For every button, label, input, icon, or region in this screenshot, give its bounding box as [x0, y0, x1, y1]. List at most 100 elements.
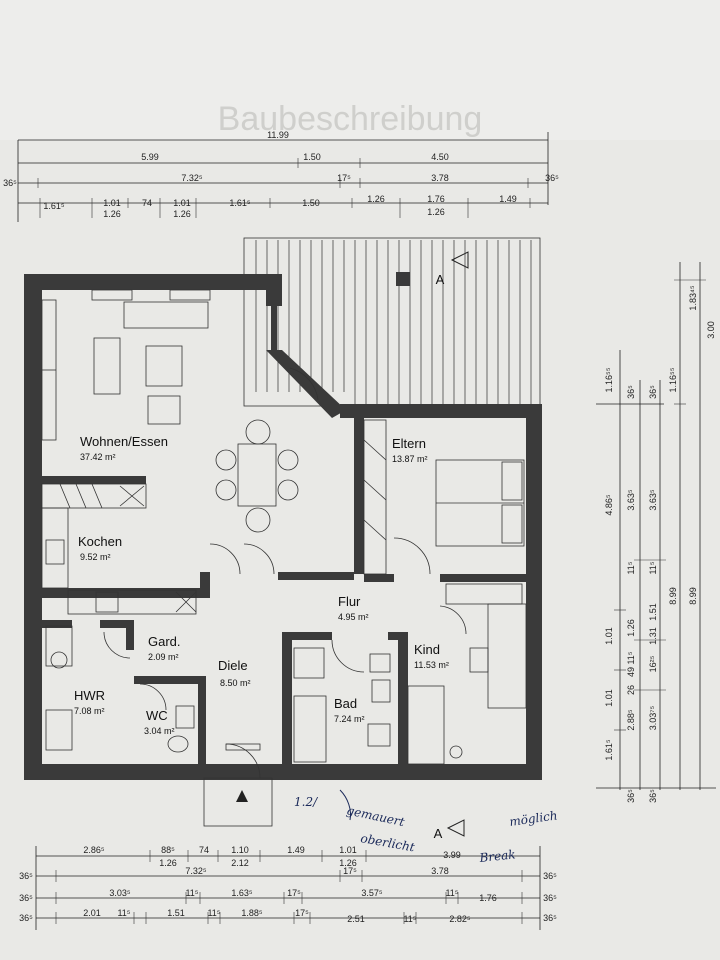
dim-bottom-r1-4: 1.49: [287, 845, 305, 855]
dim-top-r2-1: 1.50: [303, 152, 321, 162]
dim-right-c2-1: 3.63⁵: [626, 489, 636, 511]
room-name-wohnen: Wohnen/Essen: [80, 434, 168, 449]
bottom-dimension-chains: 2.86⁵ 88⁵ 74 1.10 1.49 1.01 3.99 1.26 2.…: [19, 845, 557, 930]
dim-bottom-r4-6: 17⁵: [295, 908, 309, 918]
dim-top-r4-2: 74: [142, 198, 152, 208]
dim-bottom-r3-0: 36⁵: [19, 893, 33, 903]
dim-right-c2-4: 11⁵: [626, 651, 636, 664]
dim-bottom-r4-9: 2.82⁵: [449, 914, 471, 924]
dim-bottom-r4-8: 11⁵: [403, 914, 416, 924]
dim-right-c2-3: 1.26: [626, 619, 636, 637]
room-name-diele: Diele: [218, 658, 248, 673]
dim-bottom-r1-5: 1.01: [339, 845, 357, 855]
dim-bottom-r2-4: 36⁵: [543, 871, 557, 881]
dim-bottom-r3-5: 3.57⁵: [361, 888, 383, 898]
dim-bottom-r3-1: 3.03⁵: [109, 888, 131, 898]
note-step: 1.2/: [294, 795, 319, 809]
dim-bottom-r1-1: 88⁵: [161, 845, 175, 855]
dim-top-r5-2: 1.26: [427, 207, 445, 217]
diagonal-wall: [266, 350, 346, 418]
dim-bottom-r4-0: 36⁵: [19, 913, 33, 923]
section-mark-top: A: [436, 251, 469, 287]
svg-text:A: A: [434, 826, 443, 841]
dim-right-c3-4: 1.31: [648, 627, 658, 645]
dim-top-r4-7: 1.76: [427, 194, 445, 204]
note-break: Break: [478, 847, 516, 865]
dim-top-r5-1: 1.26: [173, 209, 191, 219]
room-name-kochen: Kochen: [78, 534, 122, 549]
room-area-wohnen: 37.42 m²: [80, 452, 116, 462]
dim-bottom-r2-2: 17⁵: [343, 866, 357, 876]
dim-right-c1-3: 1.01: [604, 689, 614, 707]
room-area-diele: 8.50 m²: [220, 678, 251, 688]
dim-bottom-r3-6: 11⁵: [445, 888, 458, 898]
room-area-wc: 3.04 m²: [144, 726, 175, 736]
room-area-bad: 7.24 m²: [334, 714, 365, 724]
dim-top-r4-1: 1.01: [103, 198, 121, 208]
terrace: A: [243, 237, 541, 407]
dim-right-c3-7: 36⁵: [648, 789, 658, 803]
room-name-flur: Flur: [338, 594, 361, 609]
note-moeglich: möglich: [508, 808, 558, 829]
dim-bottom-r4-7: 2.51: [347, 914, 365, 924]
dim-bottom-r3-2: 11⁵: [185, 888, 198, 898]
dim-right-c1-0: 1.16⁵⁵: [604, 367, 614, 392]
dim-right-c3-2: 11⁵: [648, 561, 658, 574]
dim-right-c5-1: 8.99: [688, 587, 698, 605]
dim-top-r3-3: 3.78: [431, 173, 449, 183]
dim-right-c3-0: 36⁵: [648, 385, 658, 399]
dim-right-c2-7: 2.88⁵: [626, 709, 636, 731]
dim-top-r4-8: 1.49: [499, 194, 517, 204]
dim-bottom-r4-10: 36⁵: [543, 913, 557, 923]
dim-right-c3-1: 3.63⁵: [648, 489, 658, 511]
room-name-bad: Bad: [334, 696, 357, 711]
room-name-gard: Gard.: [148, 634, 181, 649]
dim-bottom-r4-3: 1.51: [167, 908, 185, 918]
room-area-kochen: 9.52 m²: [80, 552, 111, 562]
dim-top-r4-4: 1.61⁵: [229, 198, 251, 208]
dim-bottom-r1b-1: 2.12: [231, 858, 249, 868]
dim-top-r2-2: 4.50: [431, 152, 449, 162]
dim-bottom-r4-4: 11⁵: [207, 908, 220, 918]
room-area-flur: 4.95 m²: [338, 612, 369, 622]
dim-top-r4-3: 1.01: [173, 198, 191, 208]
dim-bottom-r2-1: 7.32⁵: [185, 866, 207, 876]
dim-right-c3-3: 1.51: [648, 603, 658, 621]
dim-right-c2-6: 26: [626, 685, 636, 695]
door-swings: [103, 367, 467, 711]
dim-bottom-r1b-2: 1.26: [339, 858, 357, 868]
dim-top-r2-0: 5.99: [141, 152, 159, 162]
dim-bottom-r2-0: 36⁵: [19, 871, 33, 881]
dim-bottom-r4-5: 1.88⁵: [241, 908, 263, 918]
dim-bottom-r2-3: 3.78: [431, 866, 449, 876]
dim-top-r3-2: 17⁵: [337, 173, 351, 183]
dim-right-c1-4: 1.61⁵: [604, 739, 614, 761]
room-labels: Wohnen/Essen 37.42 m² Eltern 13.87 m² Ko…: [74, 434, 449, 736]
dim-bottom-r3-3: 1.63⁵: [231, 888, 253, 898]
furniture: [41, 289, 527, 827]
dim-top-r4-6: 1.26: [367, 194, 385, 204]
room-name-eltern: Eltern: [392, 436, 426, 451]
dim-bottom-r1b-0: 1.26: [159, 858, 177, 868]
dim-right-c2-5: 49: [626, 667, 636, 677]
dim-top-total: 11.99: [267, 130, 289, 140]
walls: [24, 272, 542, 780]
dim-right-c2-0: 36⁵: [626, 385, 636, 399]
dim-bottom-r3-7: 1.76: [479, 893, 497, 903]
dim-bottom-r4-2: 11⁵: [117, 908, 130, 918]
dim-bottom-r1-0: 2.86⁵: [83, 845, 105, 855]
dim-right-c1-1: 4.86⁵: [604, 494, 614, 516]
dim-top-r3-0: 36⁵: [3, 178, 17, 188]
dim-top-r4-0: 1.61⁵: [43, 201, 65, 211]
dim-right-c2-8: 36⁵: [626, 789, 636, 803]
room-name-hwr: HWR: [74, 688, 105, 703]
room-area-eltern: 13.87 m²: [392, 454, 428, 464]
dim-top-r3-4: 36⁵: [545, 173, 559, 183]
dim-top-r4-5: 1.50: [302, 198, 320, 208]
room-area-gard: 2.09 m²: [148, 652, 179, 662]
room-area-hwr: 7.08 m²: [74, 706, 105, 716]
dim-bottom-r3-4: 17⁵: [287, 888, 301, 898]
dim-bottom-r1-2: 74: [199, 845, 209, 855]
dim-top-r3-1: 7.32⁵: [181, 173, 203, 183]
